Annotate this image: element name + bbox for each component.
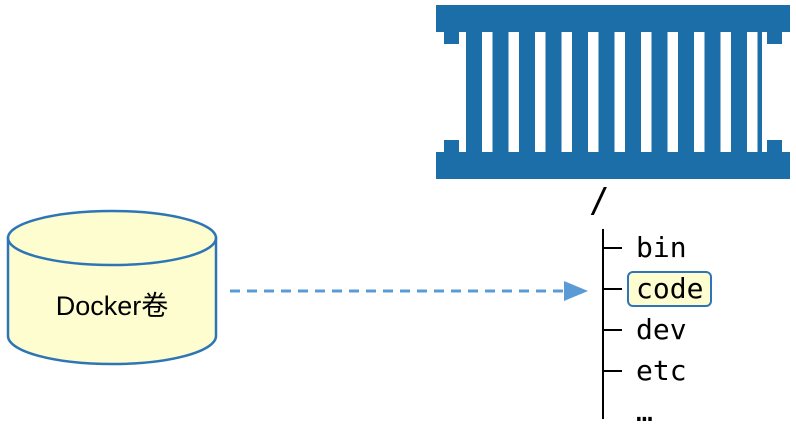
tree-item-label: etc: [636, 353, 687, 387]
docker-volume: Docker卷: [4, 208, 220, 368]
shipping-container-icon: [436, 5, 790, 179]
tree-item-label: …: [636, 394, 653, 428]
tree-item: code: [604, 268, 713, 309]
container-corner-tab: [444, 140, 459, 152]
cylinder-icon: [6, 209, 218, 366]
container-corner-tab: [767, 140, 782, 152]
volume-label: Docker卷: [55, 291, 169, 321]
tree-item: …: [604, 391, 712, 428]
tree-item-label: bin: [636, 230, 687, 264]
dashed-arrow-right-icon: [230, 281, 588, 301]
tree-branch-tick: [604, 411, 622, 413]
container-bottom-rail: [436, 152, 790, 179]
tree-branch-tick: [604, 287, 622, 290]
tree-item: dev: [604, 309, 712, 350]
tree-item-label-highlighted: code: [627, 270, 713, 307]
container-top-rail: [436, 5, 790, 32]
file-tree: bin code dev etc …: [604, 227, 713, 428]
tree-branch-tick: [604, 369, 622, 372]
tree-branch-tick: [604, 246, 622, 249]
tree-item: etc: [604, 350, 712, 391]
container-corner-tab: [444, 32, 459, 44]
tree-root: /: [589, 181, 610, 221]
tree-item-label: dev: [636, 312, 687, 346]
container-slats: [466, 32, 762, 152]
tree-item: bin: [604, 227, 712, 268]
container-corner-tab: [767, 32, 782, 44]
tree-trunk-line: [602, 229, 604, 419]
tree-branch-tick: [604, 328, 622, 331]
